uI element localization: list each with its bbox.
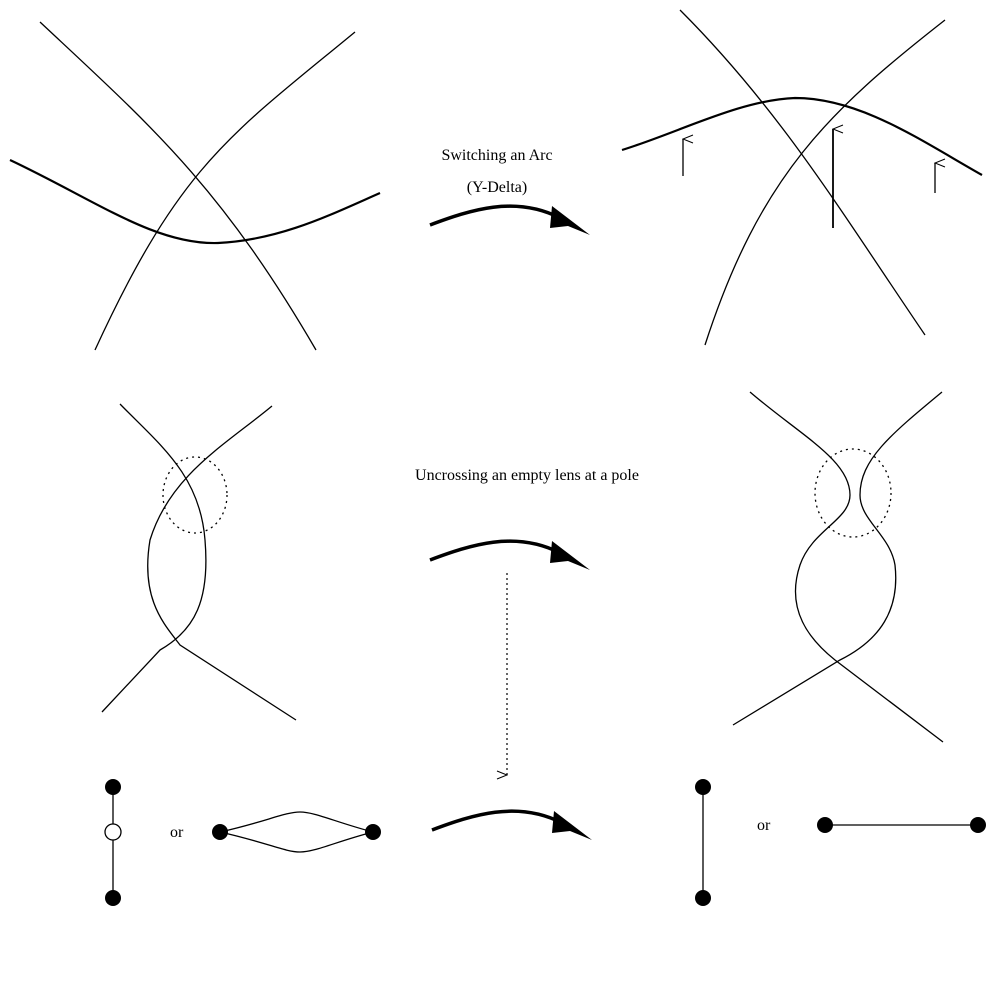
transition-uncrossing: Uncrossing an empty lens at a pole — [415, 467, 639, 775]
label-uncrossing: Uncrossing an empty lens at a pole — [415, 467, 639, 484]
strand-a — [101, 403, 207, 713]
panel-switching-before — [9, 21, 381, 351]
line-b — [704, 19, 946, 346]
or-label: or — [170, 824, 184, 841]
label-switching-arc: Switching an Arc — [441, 147, 552, 164]
transition-switching: Switching an Arc (Y-Delta) — [429, 147, 590, 235]
label-y-delta: (Y-Delta) — [467, 179, 527, 196]
panel-lens-after — [732, 391, 944, 743]
panel-graph-after: or — [695, 779, 986, 906]
panel-lens-before — [101, 403, 297, 721]
pole-circle — [162, 456, 228, 534]
filled-vertex-bottom — [105, 890, 121, 906]
line-b — [94, 31, 356, 351]
line-a — [679, 9, 926, 336]
panel-graph-before: or — [104, 779, 381, 906]
transition-arrow-head — [550, 206, 590, 235]
line-a — [39, 21, 317, 351]
pole-circle — [814, 448, 892, 538]
filled-vertex-top — [105, 779, 121, 795]
strand-right — [732, 391, 943, 726]
or-label: or — [757, 817, 771, 834]
transition-arrow-shaft — [431, 809, 563, 832]
arc-curve — [621, 96, 983, 176]
transition-arrow-head — [550, 541, 590, 570]
panel-switching-after — [621, 9, 983, 346]
transition-graph — [431, 809, 592, 840]
filled-vertex-left — [212, 824, 228, 840]
transition-arrow-shaft — [429, 539, 561, 562]
transition-arrow-head — [552, 811, 592, 840]
filled-vertex-bottom — [695, 890, 711, 906]
strand-b — [147, 405, 297, 721]
filled-vertex-right — [970, 817, 986, 833]
arc-curve — [9, 159, 381, 245]
filled-vertex-right — [365, 824, 381, 840]
strand-left — [749, 391, 944, 743]
filled-vertex-top — [695, 779, 711, 795]
lens-edge-lower — [219, 831, 374, 853]
transition-arrow-shaft — [429, 204, 561, 227]
hollow-vertex — [104, 823, 122, 841]
filled-vertex-left — [817, 817, 833, 833]
lens-edge-upper — [219, 811, 374, 833]
